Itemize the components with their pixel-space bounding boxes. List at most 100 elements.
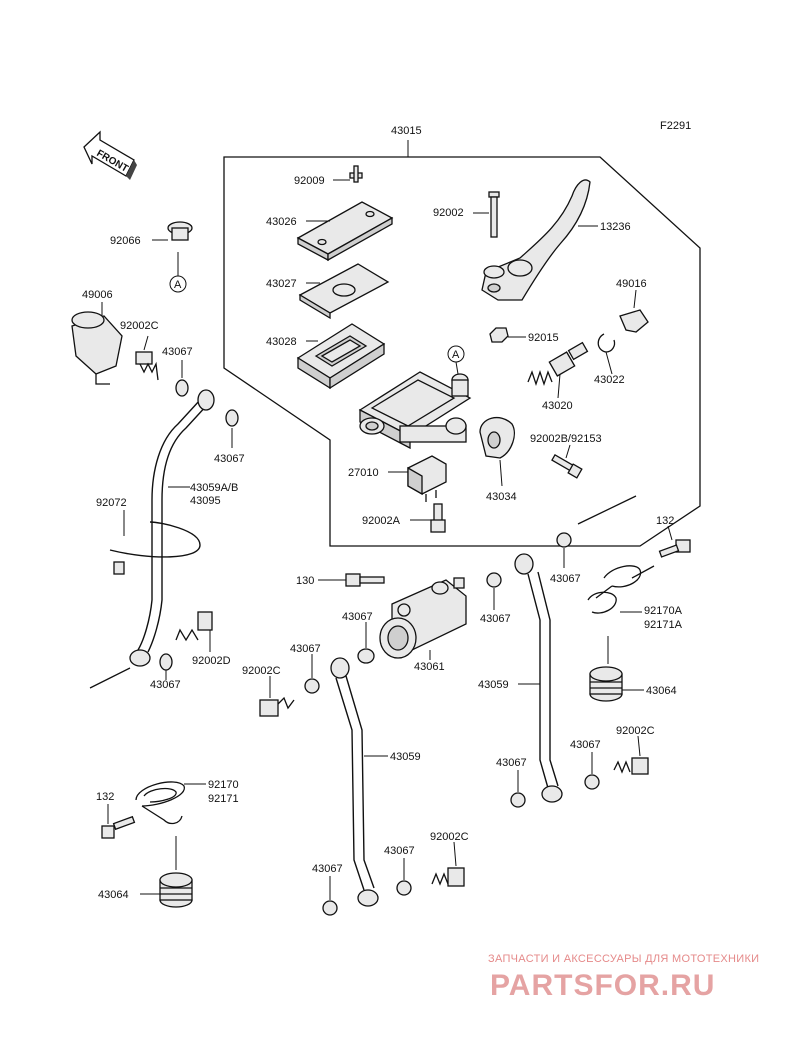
washer-43067-f-icon (486, 572, 502, 588)
label-43067-i[interactable]: 43067 (570, 739, 601, 751)
banjo-bolt-middle-icon (259, 696, 295, 717)
label-43026[interactable]: 43026 (266, 216, 297, 228)
svg-text:A: A (174, 279, 182, 291)
label-92170[interactable]: 92170 (208, 779, 239, 791)
label-49006[interactable]: 49006 (82, 289, 113, 301)
cap-49006-icon (71, 311, 123, 385)
nut-92015-icon (489, 327, 509, 343)
label-92002a[interactable]: 92002A (362, 515, 401, 527)
reservoir-cap-icon (296, 201, 394, 262)
label-43020[interactable]: 43020 (542, 400, 573, 412)
label-43067-e[interactable]: 43067 (290, 643, 321, 655)
label-43067-c[interactable]: 43067 (150, 679, 181, 691)
callout-a-lower-icon: A (169, 275, 187, 293)
washer-43067-d-icon (357, 648, 375, 664)
reservoir-plate-icon (298, 263, 390, 320)
label-27010[interactable]: 27010 (348, 467, 379, 479)
svg-text:A: A (452, 349, 460, 361)
washer-43067-g-icon (556, 532, 572, 548)
label-43067-b[interactable]: 43067 (214, 453, 245, 465)
screw-92002a-icon (430, 503, 446, 533)
pivot-bolt-92002-icon (488, 191, 500, 238)
banjo-bolt-right-icon (613, 757, 649, 775)
washer-43067-k-icon (322, 900, 338, 916)
label-92171[interactable]: 92171 (208, 793, 239, 805)
bolt-132-lower-icon (101, 815, 136, 839)
clamp-92170-icon (135, 781, 185, 825)
label-92002c-a[interactable]: 92002C (120, 320, 159, 332)
circlip-icon (597, 333, 616, 353)
label-43064-b[interactable]: 43064 (98, 889, 129, 901)
brake-hose-right-icon (514, 553, 563, 803)
label-13236[interactable]: 13236 (600, 221, 631, 233)
callout-a-upper-icon: A (447, 345, 465, 375)
label-92002d[interactable]: 92002D (192, 655, 231, 667)
piston-kit-icon (527, 341, 589, 387)
bleeder-cap-icon (167, 221, 193, 241)
brake-hose-middle-icon (330, 657, 379, 907)
label-43028[interactable]: 43028 (266, 336, 297, 348)
brake-hose-left-icon (109, 389, 215, 667)
label-92170a[interactable]: 92170A (644, 605, 683, 617)
washer-43067-i-icon (584, 774, 600, 790)
dust-boot-icon (619, 309, 649, 333)
label-43015[interactable]: 43015 (391, 125, 422, 137)
label-43067-a[interactable]: 43067 (162, 346, 193, 358)
label-92002c-b[interactable]: 92002C (242, 665, 281, 677)
washer-43067-a-icon (175, 379, 189, 397)
screw-92009-icon (349, 165, 363, 183)
label-92009[interactable]: 92009 (294, 175, 325, 187)
label-43027[interactable]: 43027 (266, 278, 297, 290)
label-130[interactable]: 130 (296, 575, 314, 587)
label-132-a[interactable]: 132 (656, 515, 674, 527)
label-43034[interactable]: 43034 (486, 491, 517, 503)
label-49016[interactable]: 49016 (616, 278, 647, 290)
label-43059-b[interactable]: 43059 (478, 679, 509, 691)
bolt-130-icon (345, 573, 385, 587)
brake-switch-icon (407, 455, 447, 502)
clamp-92170a-icon (587, 565, 655, 614)
label-43061[interactable]: 43061 (414, 661, 445, 673)
washer-43067-h-icon (510, 792, 526, 808)
bolt-92002b-icon (551, 454, 583, 479)
banjo-bolt-bottom-icon (431, 867, 465, 887)
bolt-132-upper-icon (658, 539, 691, 558)
master-cylinder-body-icon (358, 371, 472, 450)
label-43067-l[interactable]: 43067 (384, 845, 415, 857)
label-92002b[interactable]: 92002B/92153 (530, 433, 602, 445)
label-92072[interactable]: 92072 (96, 497, 127, 509)
label-92002c-d[interactable]: 92002C (430, 831, 469, 843)
washer-43067-c-icon (159, 653, 173, 671)
watermark-logo: PARTSFOR.RU (490, 969, 715, 1002)
grommet-upper-icon (589, 666, 623, 702)
label-43067-f[interactable]: 43067 (480, 613, 511, 625)
figure-code: F2291 (660, 120, 691, 132)
diaphragm-icon (296, 323, 386, 390)
bolt-92002d-icon (175, 611, 213, 642)
label-132-b[interactable]: 132 (96, 791, 114, 803)
banjo-bolt-upper-left-icon (135, 351, 159, 381)
clamp-holder-icon (479, 416, 515, 459)
front-arrow-icon: FRONT (83, 130, 137, 180)
slave-cylinder-icon (379, 577, 467, 659)
label-92002c-c[interactable]: 92002C (616, 725, 655, 737)
label-43059-a[interactable]: 43059 (390, 751, 421, 763)
grommet-lower-icon (159, 872, 193, 908)
washer-43067-e-icon (304, 678, 320, 694)
label-92015[interactable]: 92015 (528, 332, 559, 344)
label-43067-k[interactable]: 43067 (312, 863, 343, 875)
label-43059ab[interactable]: 43059A/B (190, 482, 238, 494)
label-43022[interactable]: 43022 (594, 374, 625, 386)
label-43095[interactable]: 43095 (190, 495, 221, 507)
assembly-outline (223, 156, 701, 547)
label-43067-h[interactable]: 43067 (496, 757, 527, 769)
brake-lever-icon (481, 179, 591, 301)
washer-43067-l-icon (396, 880, 412, 896)
label-43067-g[interactable]: 43067 (550, 573, 581, 585)
label-92066[interactable]: 92066 (110, 235, 141, 247)
label-43067-d[interactable]: 43067 (342, 611, 373, 623)
label-43064-a[interactable]: 43064 (646, 685, 677, 697)
label-92171a[interactable]: 92171A (644, 619, 683, 631)
label-92002[interactable]: 92002 (433, 207, 464, 219)
